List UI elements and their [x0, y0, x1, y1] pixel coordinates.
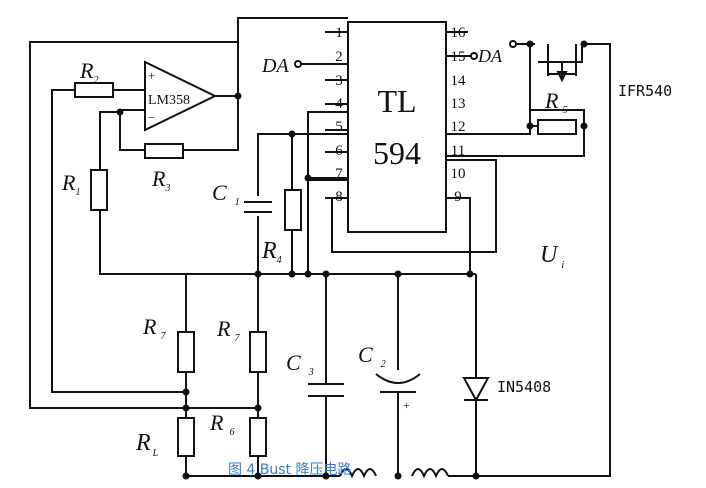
capacitors	[244, 201, 421, 397]
da-right-terminal	[470, 52, 478, 60]
mosfet-label: IFR540	[618, 82, 672, 100]
supply-terminal	[509, 40, 517, 48]
pin-12: 12	[451, 119, 466, 135]
chip-left-pins: 1 2 3 4 5 6 7 8	[335, 25, 343, 205]
pin-6: 6	[335, 143, 343, 159]
pin-2: 2	[335, 49, 343, 65]
r2-body	[74, 82, 114, 98]
opamp-plus-sign: +	[148, 68, 155, 83]
pin-16: 16	[451, 25, 467, 41]
figure-caption: 图 4 Bust 降压电路	[228, 462, 352, 478]
c1-plates	[244, 201, 272, 213]
junction-dots	[116, 40, 588, 480]
r1-body	[90, 169, 108, 211]
da-left-terminal	[294, 60, 302, 68]
da-left-label: DA	[261, 55, 289, 77]
in5408-diode	[462, 377, 490, 403]
rl-body	[177, 417, 195, 457]
r2-label: R2	[79, 58, 98, 86]
inductor	[339, 468, 449, 479]
pin-7: 7	[335, 166, 343, 182]
opamp-label: LM358	[148, 93, 190, 108]
pin-11: 11	[451, 143, 465, 159]
r5-body	[537, 119, 577, 135]
r6-body	[249, 417, 267, 457]
chip-right-pins: 16 15 14 13 12 11 10 9	[451, 25, 467, 205]
pin-3: 3	[335, 73, 343, 89]
pin-4: 4	[335, 96, 343, 112]
lm358-opamp	[144, 60, 218, 132]
pin-1: 1	[335, 25, 343, 41]
resistors	[74, 82, 577, 457]
r4-body	[284, 189, 302, 231]
r4-label: R4	[261, 238, 282, 266]
pin-8: 8	[335, 189, 343, 205]
r3-body	[144, 143, 184, 159]
opamp-minus-sign: −	[148, 110, 155, 125]
r7a-body	[177, 331, 195, 373]
r3-label: R3	[151, 166, 170, 194]
c2-curved-plate	[375, 373, 421, 384]
tl594-chip	[347, 21, 447, 233]
wires	[29, 17, 611, 477]
pin-9: 9	[454, 189, 462, 205]
terminals	[294, 40, 517, 68]
pin-10: 10	[451, 166, 466, 182]
pin-14: 14	[451, 73, 467, 89]
r7b-body	[249, 331, 267, 373]
chip-name-line2: 594	[373, 135, 421, 171]
r1-label: R1	[61, 170, 80, 198]
c3-plates	[308, 383, 344, 397]
pin-13: 13	[451, 96, 466, 112]
chip-name-line1: TL	[377, 83, 416, 119]
diode-label: IN5408	[497, 378, 551, 396]
pin-5: 5	[335, 119, 343, 135]
pin-15: 15	[451, 49, 466, 65]
da-right-label: DA	[477, 46, 503, 66]
c2-polarity-sign: +	[403, 398, 410, 412]
